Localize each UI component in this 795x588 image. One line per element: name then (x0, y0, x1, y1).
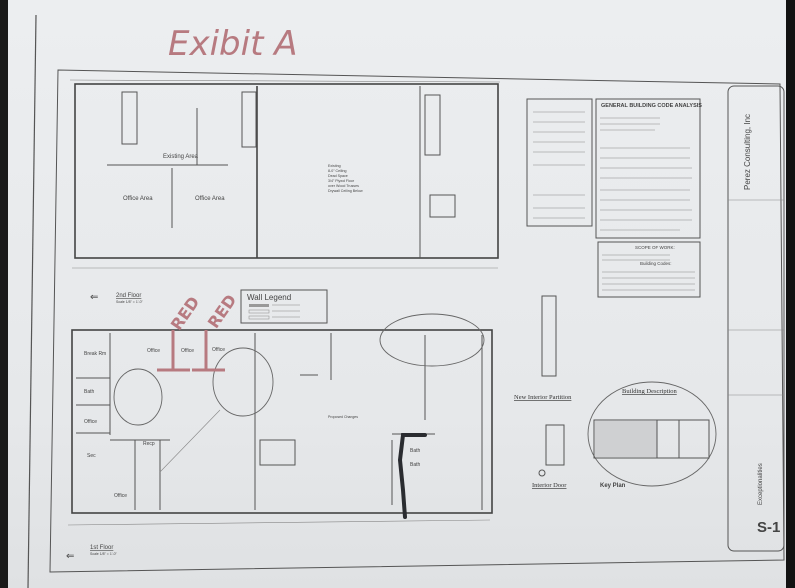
project-name: Exceptionalities (758, 463, 764, 505)
room-break-rm: Break Rm (84, 351, 106, 357)
key-plan-label: Key Plan (600, 483, 626, 489)
building-codes-title: Building Codes: (640, 261, 672, 266)
interior-door-title: Interior Door (532, 482, 567, 489)
photo-left-edge (0, 0, 8, 588)
room-office: Office (84, 419, 97, 425)
existing-note-line: Drywall Ceiling Below (328, 189, 363, 193)
existing-note-line: Dead Space (328, 174, 348, 178)
code-analysis-title: GENERAL BUILDING CODE ANALYSIS (601, 103, 702, 109)
room-bath: Bath (84, 389, 95, 395)
arrow-icon: ⇐ (66, 551, 74, 562)
existing-note-line: Existing (328, 164, 341, 168)
room-office: Office (147, 348, 160, 354)
building-description-cloud: Building Description Key Plan (587, 381, 717, 489)
exhibit-title: Exibit A (168, 24, 297, 64)
photo-right-edge (786, 0, 795, 588)
room-recp: Recp (143, 441, 155, 447)
scope-of-work-title: SCOPE OF WORK: (635, 245, 675, 250)
existing-note-line: 3/4" Plywd Floor (328, 179, 355, 183)
red-wall-markup (157, 330, 225, 372)
sheet-number: S-1 (757, 519, 780, 536)
first-floor-scale: Scale 1/8" = 1'-0" (90, 552, 118, 556)
red-annotation-2: RED (204, 291, 241, 332)
room-office-area-1: Office Area (123, 196, 153, 202)
existing-note-line: 8-0" Ceiling (328, 169, 346, 173)
red-annotation-1: RED (167, 293, 204, 334)
sheet-border (49, 69, 785, 573)
new-interior-partition-title: New Interior Partition (514, 394, 572, 401)
lower-floor-plan: Proposed Changes Break Rm Office Office … (67, 313, 493, 526)
firm-name: Perez Consulting, Inc (743, 114, 752, 190)
wall-legend: Wall Legend (240, 289, 328, 324)
room-office-area-2: Office Area (195, 196, 225, 202)
partition-detail: New Interior Partition Interior Door (514, 295, 572, 489)
paper-fold-line (27, 14, 37, 588)
room-bath: Bath (410, 448, 421, 454)
wall-legend-title: Wall Legend (247, 293, 291, 302)
room-bath: Bath (410, 462, 421, 468)
building-description-title: Building Description (622, 388, 677, 395)
existing-note-line: over Wood Trusses (328, 184, 359, 188)
code-analysis-panel: GENERAL BUILDING CODE ANALYSIS SCOPE OF … (526, 98, 702, 298)
upper-floor-plan: Existing Area Office Area Office Area Ex… (69, 79, 501, 269)
room-sec: Sec (87, 453, 96, 459)
room-existing-area: Existing Area (163, 154, 199, 160)
proposed-changes-note: Proposed Changes (328, 415, 358, 419)
second-floor-label: 2nd Floor (116, 293, 141, 299)
room-office: Office (181, 348, 194, 354)
second-floor-scale: Scale 1/8" = 1'-0" (116, 300, 144, 304)
arrow-icon: ⇐ (90, 292, 98, 303)
room-office: Office (212, 347, 225, 353)
first-floor-label: 1st Floor (90, 545, 113, 551)
room-office: Office (114, 493, 127, 499)
black-marker-line (397, 433, 427, 519)
title-block: Perez Consulting, Inc Exceptionalities S… (727, 85, 785, 552)
